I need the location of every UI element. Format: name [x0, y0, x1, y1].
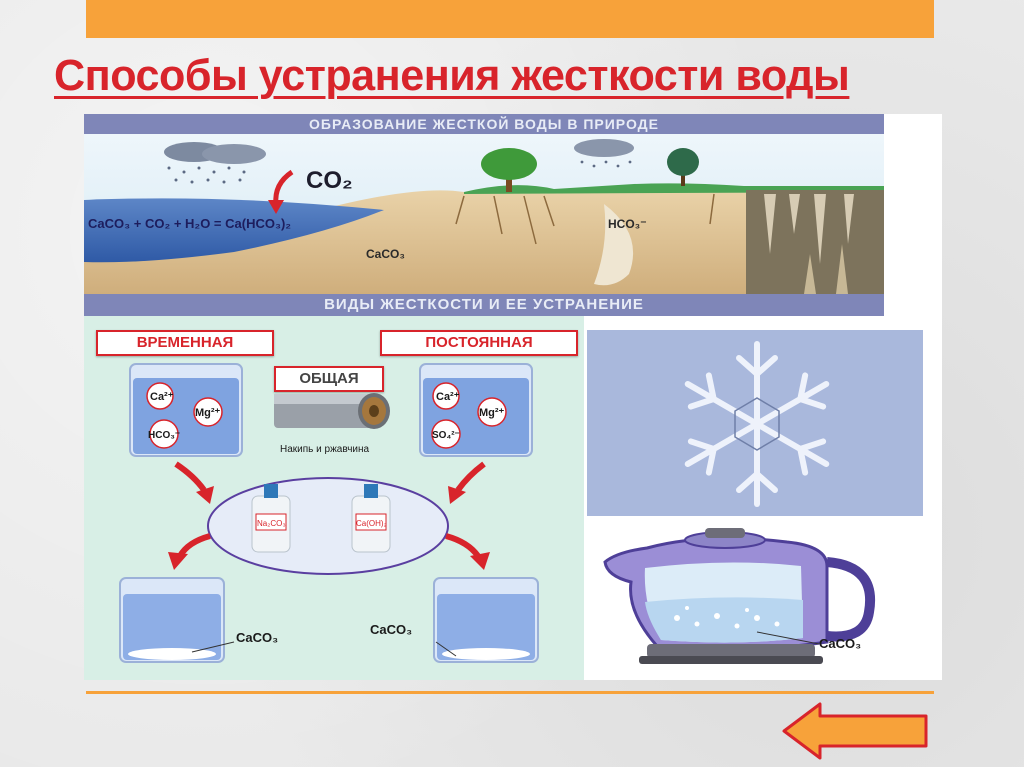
top-accent-bar	[86, 0, 934, 38]
kettle-caco3-label: CaCO₃	[819, 636, 862, 651]
rain-cloud-icon	[574, 139, 634, 168]
infographic-poster: ОБРАЗОВАНИЕ ЖЕСТКОЙ ВОДЫ В ПРИРОДЕ	[84, 114, 942, 680]
hardness-types-panel: ВРЕМЕННАЯ ПОСТОЯННАЯ ОБЩАЯ Ca²⁺ Mg²⁺ HCO…	[84, 316, 584, 680]
permanent-hardness-label: ПОСТОЯННАЯ	[380, 330, 578, 356]
pipe-icon	[274, 393, 390, 429]
page-title: Способы устранения жесткости воды	[54, 51, 850, 100]
rain-cloud-icon	[164, 142, 266, 184]
temp-ion-hco3: HCO₃⁻	[148, 430, 180, 441]
perm-ion-so4: SO₄²⁻	[432, 430, 460, 441]
bottle-icon	[351, 484, 391, 553]
reagent-na2co3: Na₂CO₃	[257, 519, 286, 528]
bottle-icon	[251, 484, 291, 553]
band-nature-title: ОБРАЗОВАНИЕ ЖЕСТКОЙ ВОДЫ В ПРИРОДЕ	[84, 114, 884, 134]
general-hardness-label: ОБЩАЯ	[274, 366, 384, 392]
red-arrow-icon	[445, 533, 490, 570]
band-hardness-title: ВИДЫ ЖЕСТКОСТИ И ЕЕ УСТРАНЕНИЕ	[84, 294, 884, 316]
red-arrow-icon	[174, 461, 214, 504]
hco3-label: HCO₃⁻	[608, 217, 647, 231]
kettle-panel: CaCO₃	[587, 522, 923, 680]
hardness-diagram: Ca²⁺ Mg²⁺ HCO₃⁻ Ca²⁺ Mg²⁺ SO₄²⁻	[119, 363, 539, 663]
co2-label: CO₂	[306, 167, 353, 194]
precipitate-left: CaCO₃	[236, 630, 278, 645]
temporary-hardness-label: ВРЕМЕННАЯ	[96, 330, 274, 356]
red-arrow-icon	[168, 533, 211, 570]
caco3-rock-label: CaCO₃	[366, 247, 405, 261]
left-arrow-icon	[782, 702, 928, 760]
tree-icon	[481, 148, 537, 192]
beaker-icon	[129, 363, 243, 457]
red-arrow-icon	[448, 461, 486, 504]
beaker-icon	[119, 577, 225, 663]
dissolution-equation: CaCO₃ + CO₂ + H₂O = Ca(HCO₃)₂	[88, 216, 291, 231]
tree-icon	[667, 148, 699, 186]
beaker-icon	[419, 363, 533, 457]
ice-crystal-photo	[587, 330, 923, 516]
precipitate-right: CaCO₃	[370, 622, 412, 637]
temp-ion-mg: Mg²⁺	[195, 407, 221, 419]
back-button[interactable]	[780, 700, 930, 762]
perm-ion-ca: Ca²⁺	[436, 391, 460, 403]
kettle-icon	[587, 522, 923, 680]
temp-ion-ca: Ca²⁺	[150, 391, 174, 403]
pipe-caption: Накипь и ржавчина	[280, 444, 370, 455]
reagent-caoh2: Ca(OH)₂	[356, 519, 387, 528]
beaker-icon	[433, 577, 539, 663]
snowflake-icon	[587, 330, 923, 516]
reagents-ellipse	[207, 477, 449, 575]
perm-ion-mg: Mg²⁺	[479, 407, 505, 419]
bottom-divider	[86, 691, 934, 694]
nature-scene: CO₂ CaCO₃ + CO₂ + H₂O = Ca(HCO₃)₂ CaCO₃ …	[84, 134, 884, 294]
